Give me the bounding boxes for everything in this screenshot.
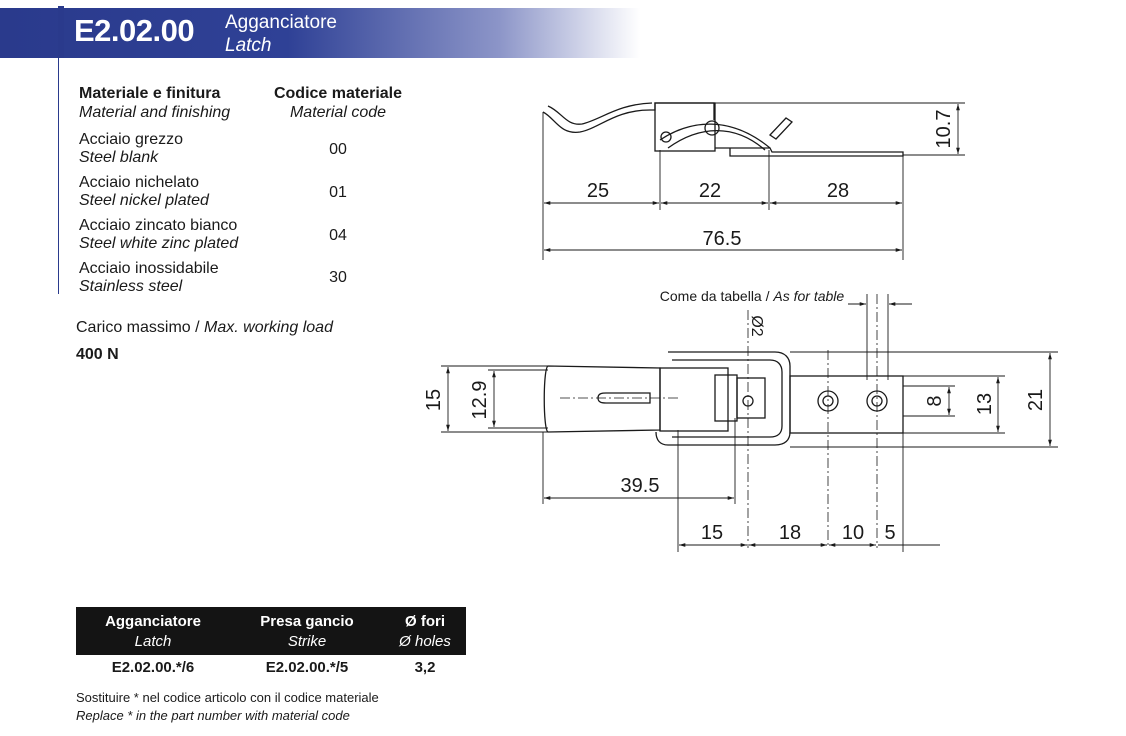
dim-13: 13 bbox=[974, 393, 996, 415]
top-view-dimensions: 15 12.9 39.5 15 18 10 5 Ø2 8 13 21 Come … bbox=[423, 288, 1047, 544]
max-load-value: 400 N bbox=[76, 346, 119, 363]
header-accent bbox=[58, 6, 64, 58]
header-band bbox=[0, 8, 640, 58]
header-strike: Presa gancio Strike bbox=[230, 612, 384, 652]
side-view bbox=[542, 102, 965, 260]
dim-76-5: 76.5 bbox=[703, 228, 742, 250]
material-name-en: Steel white zinc plated bbox=[79, 235, 239, 252]
material-code: 01 bbox=[329, 184, 347, 201]
material-code: 04 bbox=[329, 227, 347, 244]
material-name-en: Stainless steel bbox=[79, 278, 183, 295]
dim-18: 18 bbox=[779, 522, 801, 544]
product-code: E2.02.00 bbox=[74, 13, 195, 48]
material-name-it: Acciaio nichelato bbox=[79, 174, 200, 191]
header-holes-en: Ø holes bbox=[399, 633, 451, 650]
header-latch-en: Latch bbox=[134, 633, 172, 650]
header-latch-it: Agganciatore bbox=[105, 613, 201, 630]
dim-39-5: 39.5 bbox=[621, 475, 660, 497]
dim-5: 5 bbox=[884, 522, 895, 544]
as-for-table-note: Come da tabella / As for table bbox=[660, 288, 845, 304]
max-load-label-en: Max. working load bbox=[204, 319, 333, 336]
material-code: 30 bbox=[329, 269, 347, 286]
latch-part-number: E2.02.00.*/6 bbox=[111, 659, 195, 676]
code-header-en: Material code bbox=[289, 104, 387, 121]
strike-part-number: E2.02.00.*/5 bbox=[265, 659, 349, 676]
header-holes: Ø fori Ø holes bbox=[384, 612, 466, 652]
dim-22: 22 bbox=[699, 180, 721, 202]
section-divider bbox=[58, 58, 59, 294]
code-header-it: Codice materiale bbox=[273, 85, 403, 102]
material-code: 00 bbox=[329, 141, 347, 158]
dim-28: 28 bbox=[827, 180, 849, 202]
part-number-table: Agganciatore Latch Presa gancio Strike Ø… bbox=[76, 607, 466, 681]
max-load-label-it: Carico massimo / bbox=[76, 319, 205, 336]
dim-25: 25 bbox=[587, 180, 609, 202]
dim-10-7: 10.7 bbox=[933, 110, 955, 149]
hole-diameter: 3,2 bbox=[414, 659, 436, 676]
material-name-en: Steel blank bbox=[79, 149, 159, 166]
max-load-label: Carico massimo / Max. working load bbox=[76, 319, 333, 337]
material-name-it: Acciaio zincato bianco bbox=[79, 217, 238, 234]
table-header: Agganciatore Latch Presa gancio Strike Ø… bbox=[76, 607, 466, 655]
as-for-table-note-en: As for table bbox=[772, 288, 844, 304]
header-latch: Agganciatore Latch bbox=[76, 612, 230, 652]
dim-21: 21 bbox=[1025, 389, 1047, 411]
as-for-table-note-it: Come da tabella / bbox=[660, 288, 774, 304]
dim-10: 10 bbox=[842, 522, 864, 544]
dim-15-height: 15 bbox=[423, 389, 445, 411]
dim-12-9: 12.9 bbox=[469, 381, 491, 420]
dim-pin-diameter: Ø2 bbox=[748, 315, 765, 336]
replace-note-it: Sostituire * nel codice articolo con il … bbox=[76, 690, 379, 705]
header-strike-en: Strike bbox=[287, 633, 327, 650]
product-name-en: Latch bbox=[225, 35, 272, 56]
material-name-it: Acciaio inossidabile bbox=[79, 260, 219, 277]
table-row: E2.02.00.*/6 E2.02.00.*/5 3,2 bbox=[76, 655, 466, 681]
top-view bbox=[441, 294, 1058, 552]
product-name-it: Agganciatore bbox=[225, 12, 337, 33]
header-holes-it: Ø fori bbox=[405, 613, 445, 630]
header-strike-it: Presa gancio bbox=[260, 613, 354, 630]
dim-8: 8 bbox=[924, 395, 946, 406]
material-header-en: Material and finishing bbox=[79, 104, 231, 121]
material-name-it: Acciaio grezzo bbox=[79, 131, 184, 148]
side-view-dimensions: 25 22 28 76.5 10.7 bbox=[587, 110, 955, 250]
replace-note-en: Replace * in the part number with materi… bbox=[76, 708, 350, 723]
material-name-en: Steel nickel plated bbox=[79, 192, 209, 209]
material-header-it: Materiale e finitura bbox=[79, 85, 221, 102]
dim-15-bottom: 15 bbox=[701, 522, 723, 544]
